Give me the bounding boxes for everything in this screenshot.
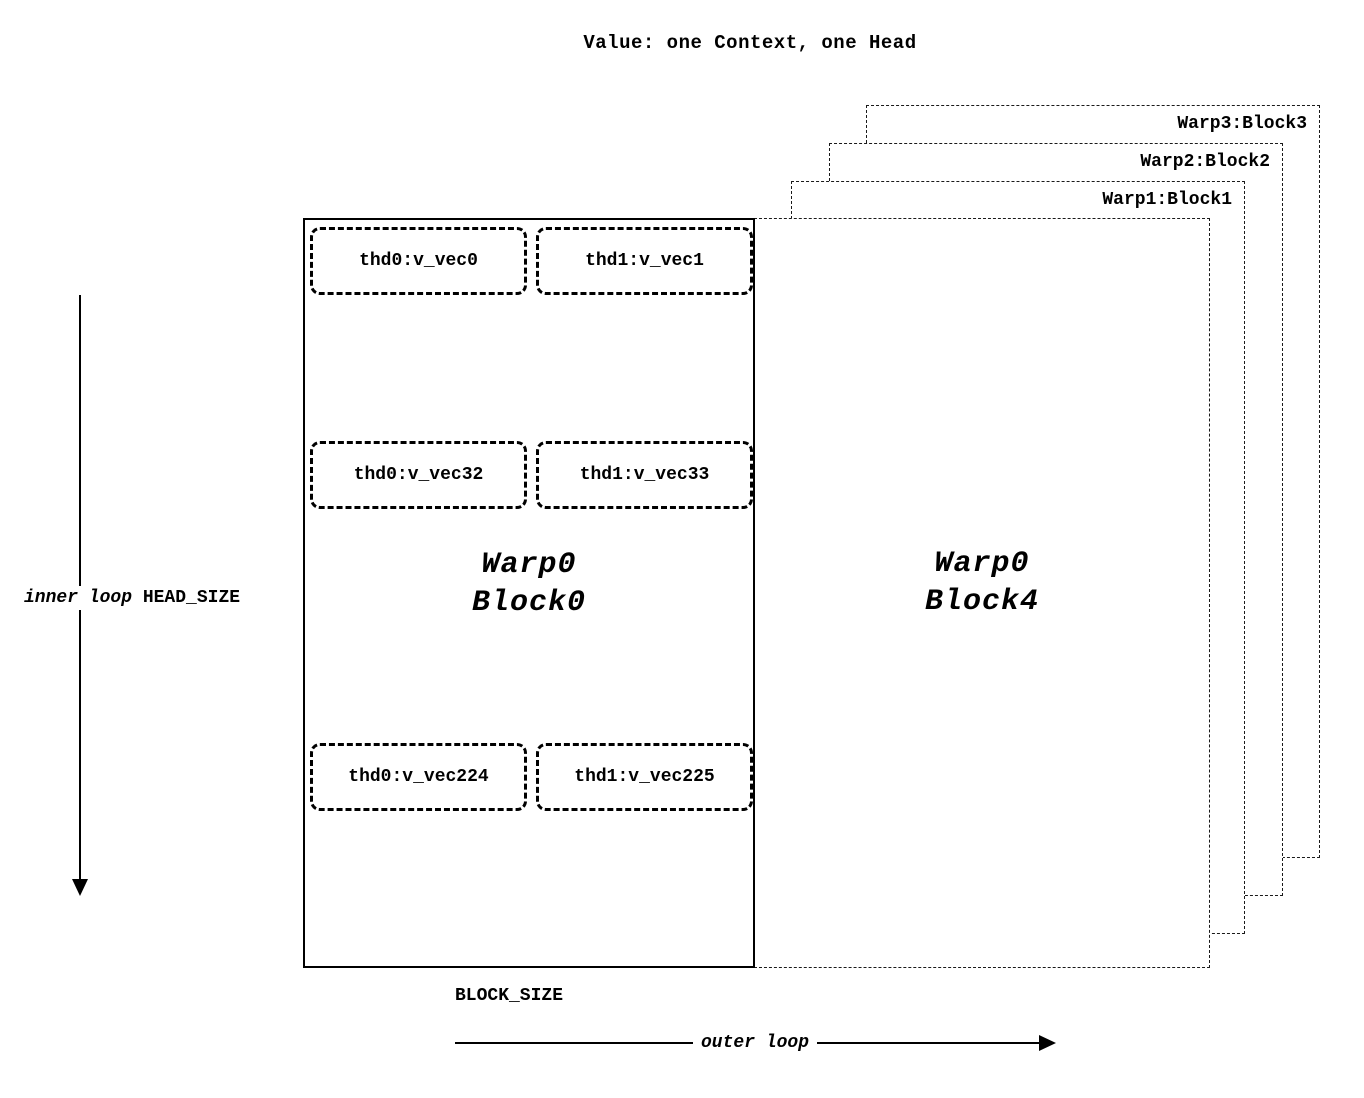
thread-row-2: thd0:v_vec224 thd1:v_vec225	[310, 743, 753, 813]
arrow-right-icon	[1039, 1035, 1056, 1051]
front-block-line1: Warp0	[934, 547, 1030, 581]
thread-row-1: thd0:v_vec32 thd1:v_vec33	[310, 441, 753, 511]
main-block-line1: Warp0	[481, 548, 577, 582]
block-warp0-block4: Warp0 Block4	[754, 218, 1210, 968]
thread-cell: thd1:v_vec1	[536, 227, 753, 295]
main-block-line2: Block0	[471, 586, 587, 620]
block-warp3-label: Warp3:Block3	[1177, 114, 1307, 134]
thread-cell: thd1:v_vec33	[536, 441, 753, 509]
thread-cell: thd0:v_vec224	[310, 743, 527, 811]
block-warp0-block4-label: Warp0 Block4	[755, 545, 1209, 621]
thread-cell: thd0:v_vec0	[310, 227, 527, 295]
block-warp0-block0-label: Warp0 Block0	[305, 546, 753, 622]
head-size-text: HEAD_SIZE	[132, 588, 241, 608]
front-block-line2: Block4	[924, 585, 1040, 619]
thread-row-0: thd0:v_vec0 thd1:v_vec1	[310, 227, 753, 297]
block-size-label: BLOCK_SIZE	[455, 986, 564, 1006]
block-warp2-label: Warp2:Block2	[1140, 152, 1270, 172]
outer-loop-label: outer loop	[693, 1033, 818, 1053]
diagram-title: Value: one Context, one Head	[583, 32, 917, 54]
arrow-down-icon	[72, 879, 88, 896]
inner-loop-text: inner loop	[24, 588, 133, 608]
inner-loop-label: inner loop HEAD_SIZE	[24, 586, 245, 610]
block-warp0-block0: thd0:v_vec0 thd1:v_vec1 thd0:v_vec32 thd…	[303, 218, 755, 968]
thread-cell: thd1:v_vec225	[536, 743, 753, 811]
block-warp1-label: Warp1:Block1	[1102, 190, 1232, 210]
thread-cell: thd0:v_vec32	[310, 441, 527, 509]
